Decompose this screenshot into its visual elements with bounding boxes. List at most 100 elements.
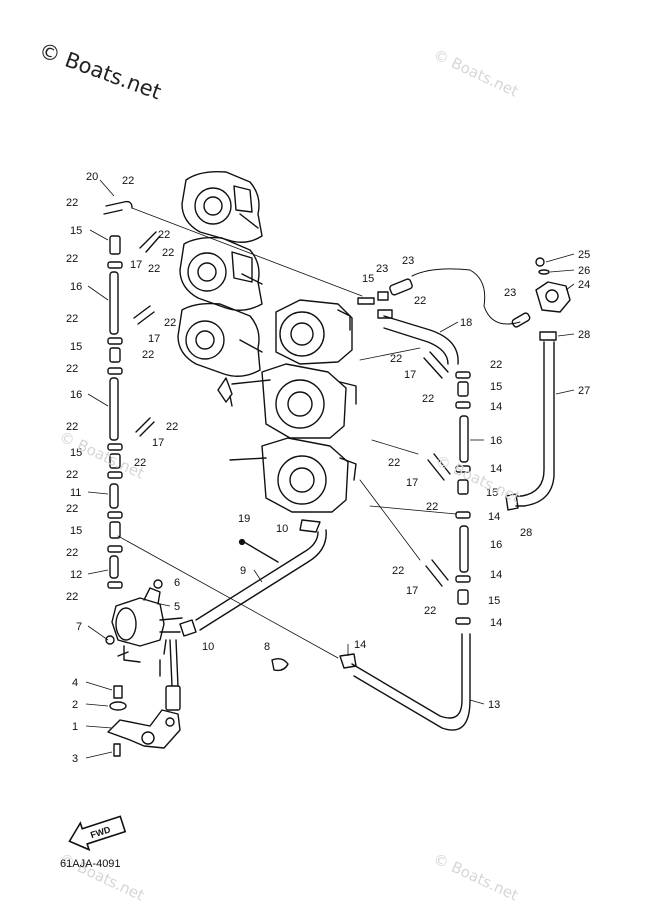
callout-25: 25	[578, 249, 590, 261]
callout-21: 22	[414, 295, 426, 307]
callout-21: 22	[122, 175, 134, 187]
clamp-10-lower	[179, 619, 197, 637]
callout-15: 15	[362, 273, 374, 285]
callout-labels: 20 22 22 15 22 22 22 17 22 16 22 22 17 1…	[66, 171, 590, 765]
collar-2	[109, 701, 127, 711]
callout-15: 15	[70, 225, 82, 237]
wire-19	[243, 541, 279, 563]
callout-14: 14	[354, 639, 366, 651]
drawing-code: 61AJA-4091	[60, 858, 121, 870]
callout-21: 22	[66, 591, 78, 603]
callout-18: 18	[460, 317, 472, 329]
callout-7: 7	[76, 621, 82, 633]
callout-9: 9	[240, 565, 246, 577]
bolt-25	[535, 257, 545, 267]
callout-21: 22	[162, 247, 174, 259]
callout-16: 16	[490, 539, 502, 551]
callout-14: 14	[490, 401, 502, 413]
callout-2: 2	[72, 699, 78, 711]
callout-17: 17	[130, 259, 142, 271]
callout-1: 1	[72, 721, 78, 733]
callout-19: 19	[238, 513, 250, 525]
fitting-24	[535, 281, 571, 313]
callout-27: 27	[578, 385, 590, 397]
callout-ticks	[85, 179, 575, 759]
callout-17: 17	[148, 333, 160, 345]
callout-6: 6	[174, 577, 180, 589]
callout-21: 22	[158, 229, 170, 241]
callout-21: 22	[66, 197, 78, 209]
callout-10: 10	[202, 641, 214, 653]
callout-23: 23	[376, 263, 388, 275]
clamp-21-upper	[377, 309, 393, 319]
right-hose-stack	[455, 371, 471, 625]
callout-26: 26	[578, 265, 590, 277]
callout-13: 13	[488, 699, 500, 711]
callout-15: 15	[488, 595, 500, 607]
callout-21: 22	[426, 501, 438, 513]
clamp-28-lower	[505, 493, 519, 511]
vent-line	[411, 268, 521, 325]
callout-21: 22	[66, 363, 78, 375]
callout-15: 15	[70, 525, 82, 537]
callout-21: 22	[390, 353, 402, 365]
callout-21: 22	[422, 393, 434, 405]
callout-21: 22	[66, 313, 78, 325]
callout-21: 22	[66, 469, 78, 481]
callout-15: 15	[490, 381, 502, 393]
callout-15: 15	[486, 487, 498, 499]
callout-20: 20	[86, 171, 98, 183]
fuel-pump-assembly	[111, 579, 183, 711]
callout-28: 28	[578, 329, 590, 341]
joint-15-upper	[357, 297, 375, 305]
bolt-3	[113, 743, 121, 757]
callout-11: 11	[70, 487, 81, 499]
callout-12: 12	[70, 569, 82, 581]
callout-21: 22	[142, 349, 154, 361]
callout-21: 22	[66, 547, 78, 559]
callout-21: 22	[134, 457, 146, 469]
callout-14: 14	[488, 511, 500, 523]
callout-5: 5	[174, 601, 180, 613]
callout-14: 14	[490, 463, 502, 475]
clamp-14-lower	[339, 653, 357, 669]
callout-17: 17	[406, 477, 418, 489]
bolt-4	[113, 685, 123, 699]
hose-9	[195, 529, 327, 631]
callout-10: 10	[276, 523, 288, 535]
callout-21: 22	[166, 421, 178, 433]
callout-21: 22	[164, 317, 176, 329]
fwd-arrow: FWD	[68, 815, 127, 852]
left-hose-stack	[103, 200, 133, 589]
callout-17: 17	[152, 437, 164, 449]
callout-21: 22	[392, 565, 404, 577]
callout-23: 23	[504, 287, 516, 299]
hose-18	[383, 315, 459, 365]
callout-17: 17	[406, 585, 418, 597]
filter-23-right	[511, 312, 531, 328]
callout-21: 22	[148, 263, 160, 275]
callout-3: 3	[72, 753, 78, 765]
hose-13	[351, 633, 471, 731]
callout-14: 14	[490, 569, 502, 581]
callout-16: 16	[70, 389, 82, 401]
leader-lines	[117, 207, 457, 659]
callout-8: 8	[264, 641, 270, 653]
callout-21: 22	[66, 421, 78, 433]
clamp-23-upper	[377, 291, 389, 301]
washer-26	[538, 269, 550, 275]
short-hoses-right	[423, 351, 451, 587]
callout-14: 14	[490, 617, 502, 629]
callout-15: 15	[70, 447, 82, 459]
short-hoses-left	[133, 231, 161, 437]
callout-21: 22	[490, 359, 502, 371]
clamp-28-upper	[539, 331, 557, 341]
callout-4: 4	[72, 677, 78, 689]
bracket-1	[107, 709, 181, 749]
callout-16: 16	[70, 281, 82, 293]
callout-22: 23	[402, 255, 414, 267]
clamp-10-upper	[299, 519, 321, 533]
callout-24: 24	[578, 279, 590, 291]
